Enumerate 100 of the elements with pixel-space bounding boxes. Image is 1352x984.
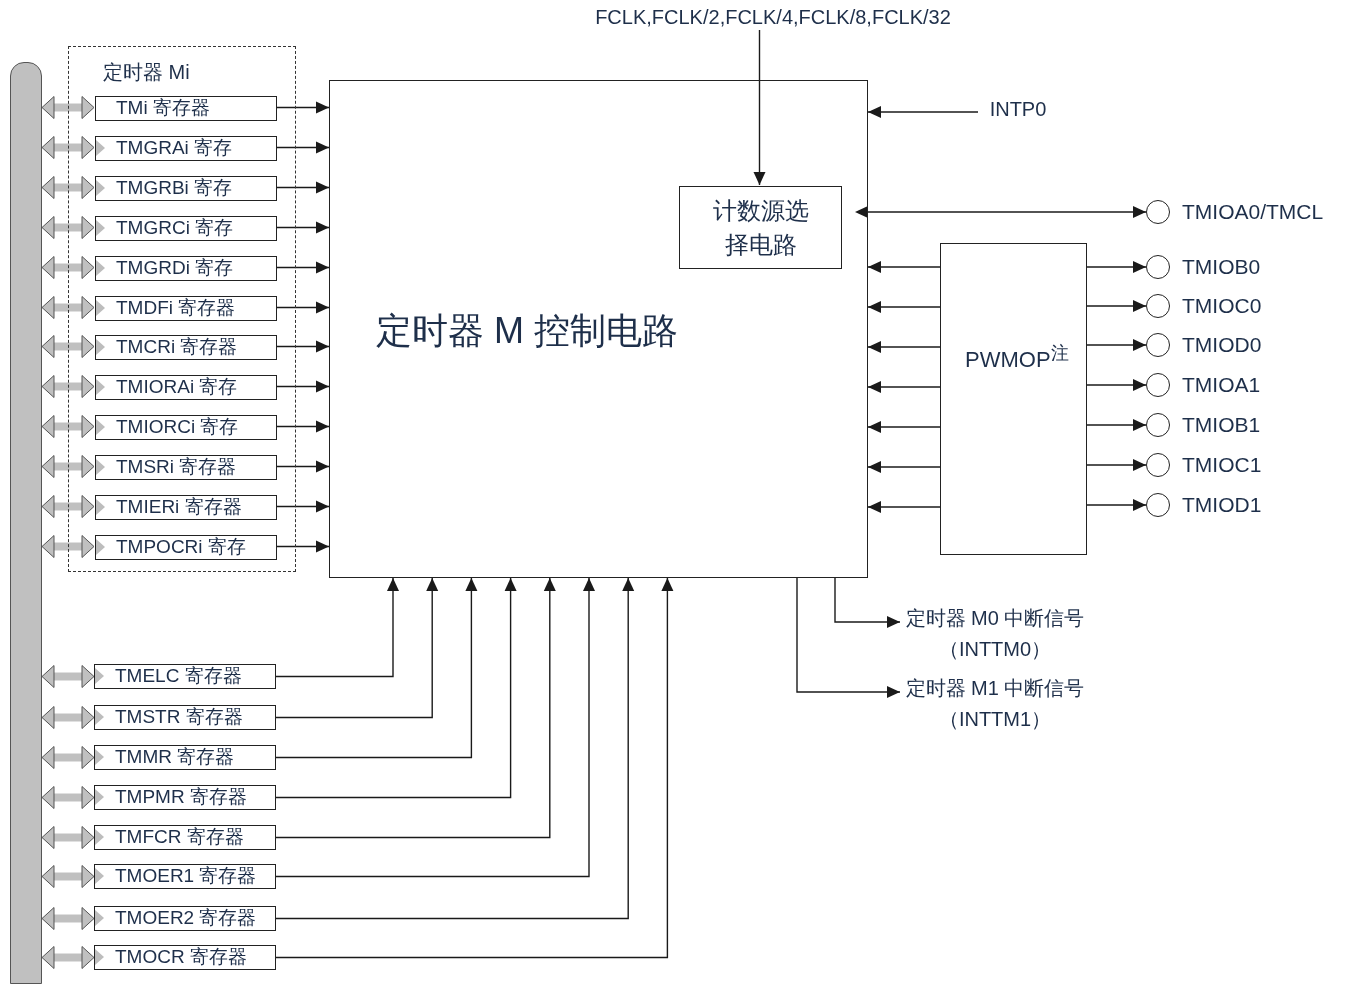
arrow — [753, 29, 766, 186]
register-box — [95, 96, 277, 121]
bus-double-arrow — [41, 826, 95, 849]
bus-double-arrow — [41, 335, 95, 358]
arrow — [275, 101, 330, 114]
register-box — [94, 825, 276, 850]
register-box — [95, 535, 277, 560]
register-name: TMDFi 寄存器 — [116, 297, 236, 319]
arrow — [867, 461, 941, 473]
register-box — [95, 136, 277, 161]
bus-double-arrow — [41, 216, 95, 239]
bus-double-arrow — [41, 415, 95, 438]
arrow — [275, 577, 478, 759]
register-name: TMGRAi 寄存 — [116, 137, 233, 159]
signal-label: 定时器 M0 中断信号（INTTM0） — [904, 606, 1086, 662]
arrow — [275, 380, 330, 393]
register-name: TMSTR 寄存器 — [115, 706, 243, 728]
register-box — [94, 864, 276, 889]
bus-double-arrow — [41, 907, 95, 930]
pin-name: TMIOC0 — [1182, 294, 1262, 318]
arrow — [275, 577, 517, 799]
arrow — [275, 500, 330, 513]
pin-name: TMIOB1 — [1182, 413, 1261, 437]
bus-double-arrow — [41, 746, 95, 769]
signal-label: FCLK,FCLK/2,FCLK/4,FCLK/8,FCLK/32 — [594, 6, 952, 29]
register-name: TMMR 寄存器 — [115, 746, 235, 768]
bus-double-arrow — [41, 786, 95, 809]
signal-label: INTP0 — [988, 98, 1048, 121]
bus-double-arrow — [41, 946, 95, 969]
arrow — [1086, 300, 1147, 312]
bus-double-arrow — [41, 706, 95, 729]
arrow — [834, 577, 901, 628]
arrow — [275, 301, 330, 314]
bus-double-arrow — [41, 256, 95, 279]
register-name: TMGRCi 寄存 — [116, 217, 234, 239]
arrow — [867, 501, 941, 513]
register-box — [94, 785, 276, 810]
register-box — [95, 495, 277, 520]
pin-name: TMIOA1 — [1182, 373, 1261, 397]
bus-double-arrow — [41, 665, 95, 688]
arrow — [867, 341, 941, 353]
arrow — [1086, 261, 1147, 273]
register-name: TMFCR 寄存器 — [115, 826, 244, 848]
register-name: TMOER2 寄存器 — [115, 907, 257, 929]
arrow — [275, 577, 674, 959]
register-box — [95, 176, 277, 201]
arrow — [275, 340, 330, 353]
register-box — [95, 375, 277, 400]
arrow — [1086, 459, 1147, 471]
register-box — [94, 745, 276, 770]
arrow — [867, 301, 941, 313]
arrow — [867, 106, 979, 118]
register-box — [95, 216, 277, 241]
register-name: TMCRi 寄存器 — [116, 336, 238, 358]
arrow — [275, 141, 330, 154]
register-name: TMIERi 寄存器 — [116, 496, 242, 518]
bus-double-arrow — [41, 535, 95, 558]
arrow — [1086, 339, 1147, 351]
bus-double-arrow — [41, 96, 95, 119]
block-title: 定时器 M 控制电路 — [376, 309, 678, 353]
register-name: TMELC 寄存器 — [115, 665, 242, 687]
register-box — [94, 945, 276, 970]
bus-double-arrow — [41, 136, 95, 159]
data-bus-bar — [10, 62, 42, 984]
register-name: TMIORAi 寄存 — [116, 376, 238, 398]
arrow — [275, 577, 399, 678]
arrow — [275, 181, 330, 194]
register-name: TMSRi 寄存器 — [116, 456, 237, 478]
bus-double-arrow — [41, 296, 95, 319]
register-name: TMGRBi 寄存 — [116, 177, 233, 199]
arrow — [1086, 419, 1147, 431]
arrow — [867, 381, 941, 393]
timer-group-frame — [68, 46, 296, 572]
register-name: TMi 寄存器 — [116, 97, 210, 119]
register-box — [95, 455, 277, 480]
pin-name: TMIOD0 — [1182, 333, 1262, 357]
pin-name: TMIOA0/TMCL — [1182, 200, 1324, 224]
pin-name: TMIOC1 — [1182, 453, 1262, 477]
bus-double-arrow — [41, 495, 95, 518]
register-box — [95, 335, 277, 360]
pin-name: TMIOB0 — [1182, 255, 1261, 279]
register-box — [95, 296, 277, 321]
arrow — [275, 577, 635, 920]
arrow — [1086, 499, 1147, 511]
arrow — [867, 421, 941, 433]
arrow — [1086, 379, 1147, 391]
register-name: TMGRDi 寄存 — [116, 257, 234, 279]
register-name: TMPMR 寄存器 — [115, 786, 247, 808]
register-name: TMOER1 寄存器 — [115, 865, 257, 887]
signal-label: 定时器 M1 中断信号（INTTM1） — [904, 676, 1086, 732]
arrow — [855, 206, 1147, 218]
arrow — [275, 540, 330, 553]
register-box — [94, 906, 276, 931]
register-box — [94, 664, 276, 689]
register-name: TMPOCRi 寄存 — [116, 536, 246, 558]
bus-double-arrow — [41, 455, 95, 478]
register-box — [95, 415, 277, 440]
bus-double-arrow — [41, 375, 95, 398]
arrow — [275, 577, 439, 719]
register-box — [95, 256, 277, 281]
